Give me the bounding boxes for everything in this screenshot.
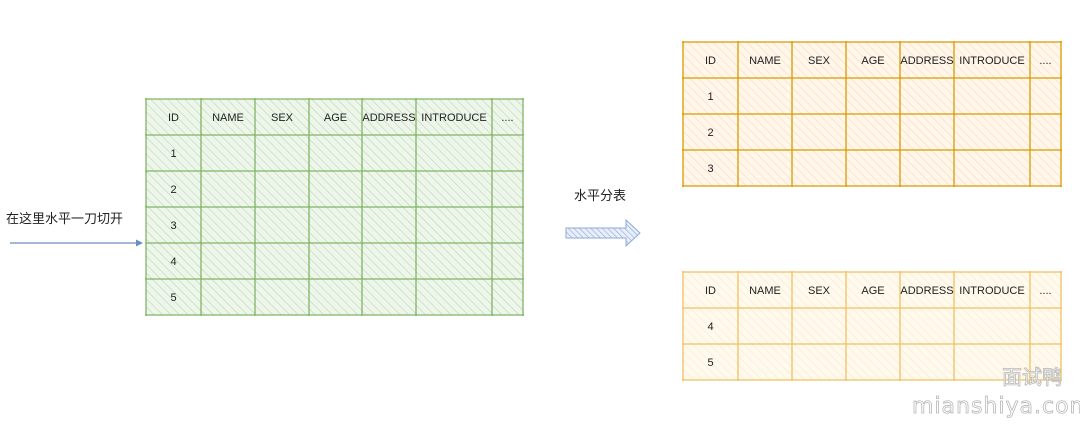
split-top-table-header-cell: INTRODUCE bbox=[959, 55, 1024, 67]
source-table-id-cell: 4 bbox=[170, 256, 176, 268]
split-bottom-table-id-cell: 5 bbox=[707, 357, 713, 369]
source-table-header-cell: INTRODUCE bbox=[421, 112, 486, 124]
split-top-table-header-cell: SEX bbox=[808, 55, 831, 67]
watermark-title: 面试鸭 bbox=[1002, 365, 1062, 389]
source-table-id-cell: 5 bbox=[170, 292, 176, 304]
split-bottom-table-id-cell: 4 bbox=[707, 321, 713, 333]
source-table-header-cell: ID bbox=[168, 112, 179, 124]
split-top-table-id-cell: 1 bbox=[707, 91, 713, 103]
source-table-id-cell: 3 bbox=[170, 220, 176, 232]
split-bottom-table-header-cell: INTRODUCE bbox=[959, 285, 1024, 297]
split-top-table: ID NAME SEX AGE ADDRESS INTRODUCE.... 1 2 3 bbox=[682, 41, 1062, 187]
source-table-header-cell: SEX bbox=[271, 112, 294, 124]
source-table: ID NAME SEX AGE ADDRESS INTRODUCE.... 1 2 3 4 5 bbox=[145, 98, 524, 316]
split-bottom-table-header-cell: SEX bbox=[808, 285, 831, 297]
split-top-table-header-cell: ID bbox=[705, 55, 716, 67]
split-top-table-header-cell: .... bbox=[1039, 55, 1051, 67]
split-top-table-id-cell: 3 bbox=[707, 163, 713, 175]
split-top-table-header-cell: NAME bbox=[749, 55, 781, 67]
source-table-header-cell: ADDRESS bbox=[362, 112, 415, 124]
source-table-id-cell: 1 bbox=[170, 148, 176, 160]
split-arrow bbox=[565, 218, 641, 248]
source-table-header-cell: AGE bbox=[324, 112, 347, 124]
split-bottom-table-header-cell: .... bbox=[1039, 285, 1051, 297]
split-label: 水平分表 bbox=[574, 189, 626, 204]
split-bottom-table: ID NAME SEX AGE ADDRESS INTRODUCE.... 4 5 bbox=[682, 271, 1062, 381]
split-bottom-table-background bbox=[683, 272, 1061, 380]
cut-label: 在这里水平一刀切开 bbox=[6, 211, 123, 227]
watermark-url: mianshiya.com bbox=[912, 394, 1080, 419]
split-bottom-table-header-cell: ID bbox=[705, 285, 716, 297]
cut-arrow bbox=[10, 239, 143, 247]
split-top-table-id-cell: 2 bbox=[707, 127, 713, 139]
split-bottom-table-header-cell: NAME bbox=[749, 285, 781, 297]
source-table-header-cell: .... bbox=[501, 112, 513, 124]
split-top-table-header-cell: ADDRESS bbox=[900, 55, 953, 67]
source-table-id-cell: 2 bbox=[170, 184, 176, 196]
split-top-table-header-cell: AGE bbox=[861, 55, 884, 67]
source-table-header-cell: NAME bbox=[212, 112, 244, 124]
split-bottom-table-header-cell: ADDRESS bbox=[900, 285, 953, 297]
split-bottom-table-header-cell: AGE bbox=[861, 285, 884, 297]
